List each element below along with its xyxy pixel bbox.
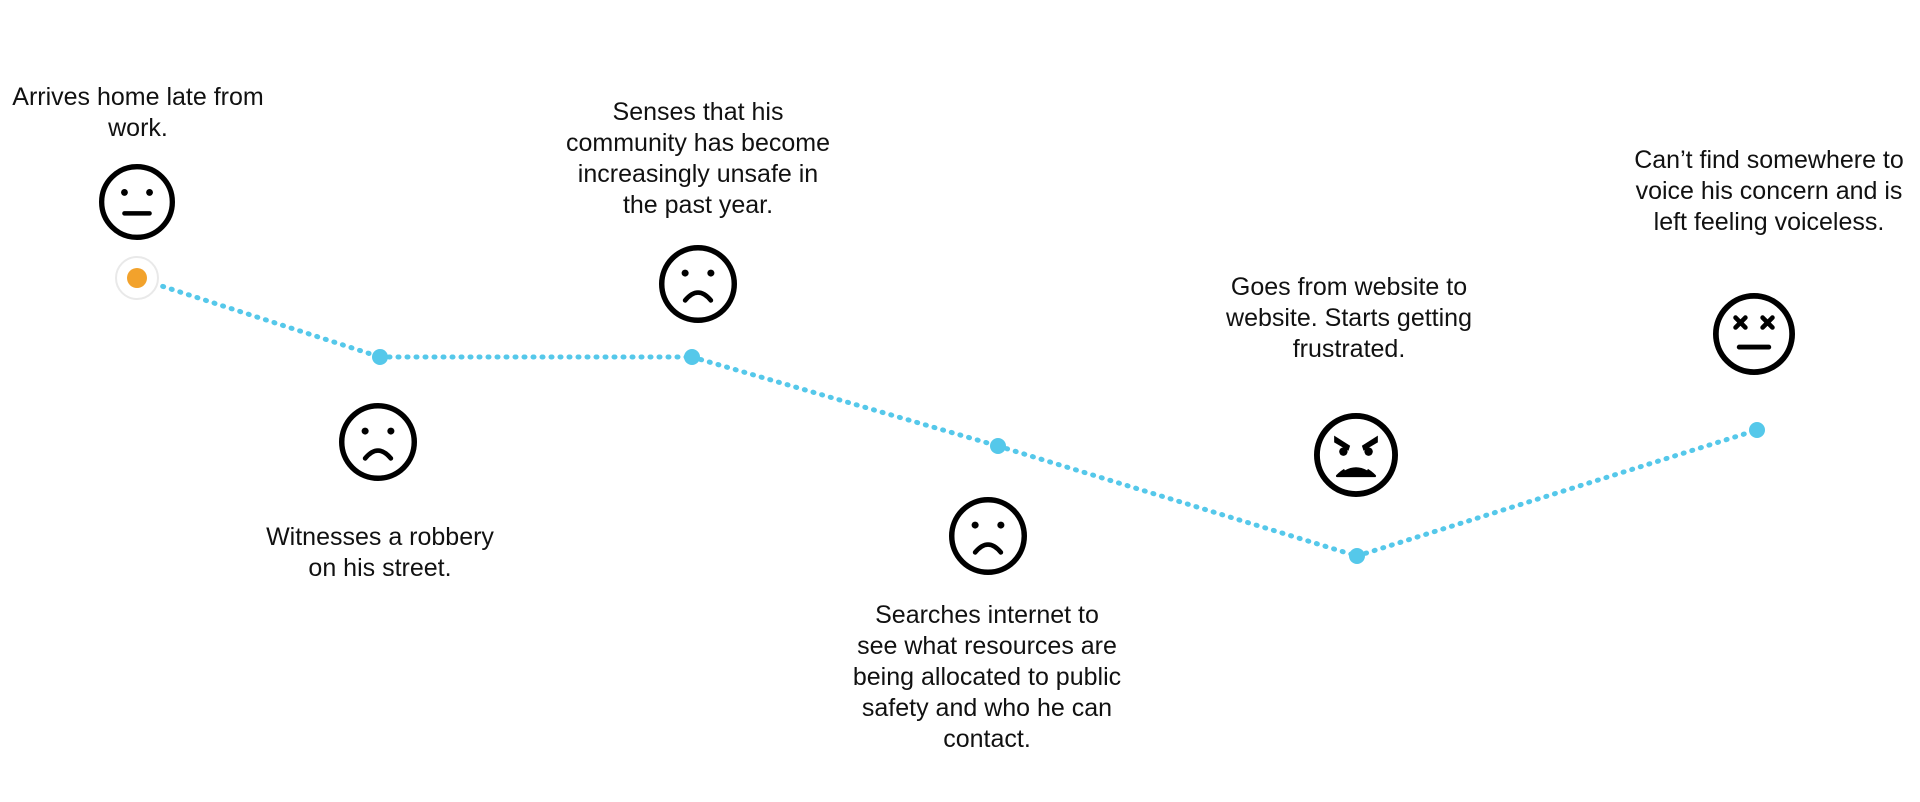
emotion-faces (99, 164, 1795, 576)
journey-segment-3 (689, 354, 1001, 449)
step-6-caption: Can’t find somewhere to voice his concer… (1634, 146, 1904, 236)
journey-start-point (127, 268, 147, 288)
journey-line (134, 275, 1760, 559)
journey-point-3 (684, 349, 700, 365)
journey-segment-1 (134, 275, 383, 360)
journey-points (115, 256, 1765, 564)
frowning-face-icon (948, 497, 1027, 576)
journey-point-5 (1349, 548, 1365, 564)
angry-face-icon (1313, 413, 1398, 498)
step-2-caption: Witnesses a robbery on his street. (266, 523, 494, 582)
step-4-caption: Searches internet to see what resources … (852, 601, 1122, 753)
neutral-face-icon (99, 164, 176, 241)
journey-point-6 (1749, 422, 1765, 438)
journey-point-4 (990, 438, 1006, 454)
frowning-face-icon (339, 403, 418, 482)
journey-segment-4 (995, 443, 1360, 559)
step-3-caption: Senses that his community has become inc… (566, 98, 831, 219)
step-5-caption: Goes from website to website. Starts get… (1226, 273, 1472, 363)
journey-segment-5 (1354, 427, 1760, 559)
journey-point-2 (372, 349, 388, 365)
frowning-face-icon (658, 244, 737, 323)
step-1-caption: Arrives home late from work. (12, 83, 264, 142)
dizzy-face-icon (1712, 292, 1795, 375)
